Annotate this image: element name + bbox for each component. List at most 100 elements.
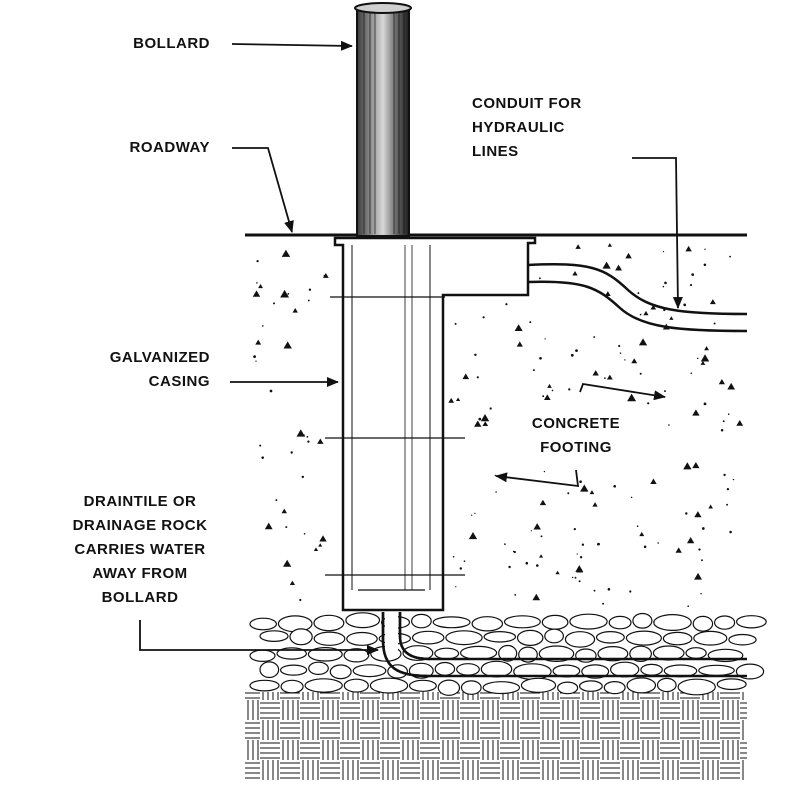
drainage-rock	[541, 614, 569, 630]
concrete-aggregate	[602, 261, 611, 269]
concrete-speckles	[252, 243, 744, 608]
concrete-aggregate	[514, 324, 523, 331]
concrete-speck	[568, 388, 571, 391]
drainage-rock	[503, 615, 541, 629]
drainage-rock	[556, 681, 579, 695]
concrete-speck	[307, 299, 310, 302]
concrete-speck	[571, 576, 574, 579]
drainage-rock	[698, 664, 735, 677]
concrete-aggregate	[669, 316, 674, 320]
concrete-speck	[567, 492, 570, 495]
concrete-speck	[574, 576, 577, 579]
drainage-rock	[289, 628, 313, 646]
concrete-speck	[722, 420, 725, 423]
concrete-aggregate	[736, 419, 744, 426]
concrete-speck	[607, 587, 611, 591]
drainage-rock	[716, 678, 747, 691]
concrete-aggregate	[555, 570, 560, 575]
drainage-rock	[662, 631, 693, 646]
drainage-rock	[471, 616, 504, 632]
drainage-rock	[345, 612, 381, 629]
concrete-aggregate	[607, 243, 613, 247]
drainage-rock	[460, 680, 482, 695]
concrete-speck	[579, 480, 582, 484]
concrete-speck	[474, 353, 477, 357]
concrete-speck	[504, 543, 506, 545]
concrete-aggregate	[547, 383, 552, 388]
drainage-rock	[520, 677, 557, 693]
hydraulic-conduit	[527, 263, 748, 333]
drainage-rock	[259, 630, 289, 642]
concrete-speck	[691, 273, 695, 276]
drainage-rock	[632, 612, 653, 629]
concrete-speck	[578, 580, 581, 583]
concrete-speck	[630, 496, 633, 499]
concrete-speck	[639, 372, 642, 375]
concrete-speck	[505, 303, 508, 306]
concrete-speck	[256, 259, 259, 263]
concrete-speck	[489, 407, 492, 410]
drainage-rock	[402, 645, 434, 661]
concrete-speck	[323, 274, 326, 277]
drainage-rock	[656, 677, 677, 693]
drainage-rock	[329, 664, 352, 680]
concrete-speck	[494, 474, 496, 477]
concrete-aggregate	[704, 346, 709, 351]
concrete-speck	[530, 530, 533, 532]
concrete-speck	[536, 564, 539, 567]
concrete-aggregate	[313, 547, 319, 552]
concrete-speck	[255, 360, 257, 362]
concrete-speck	[253, 355, 256, 358]
concrete-speck	[529, 321, 532, 324]
concrete-aggregate	[572, 271, 578, 276]
concrete-aggregate	[627, 393, 637, 402]
concrete-speck	[593, 336, 596, 338]
label-bollard: BOLLARD	[133, 35, 210, 52]
drainage-rock	[579, 680, 603, 692]
concrete-speck	[285, 526, 288, 529]
bollard	[354, 2, 412, 237]
concrete-speck	[452, 555, 455, 558]
concrete-speck	[602, 602, 605, 605]
concrete-aggregate	[650, 304, 657, 310]
concrete-aggregate	[283, 559, 292, 567]
drainage-rock	[432, 616, 471, 629]
drainage-rock	[308, 661, 329, 676]
concrete-speck	[703, 263, 707, 267]
concrete-speck	[613, 484, 617, 488]
drainage-rock	[460, 645, 498, 661]
concrete-speck	[575, 349, 578, 352]
drainage-rocks	[249, 612, 767, 696]
drainage-rock	[280, 664, 308, 676]
concrete-speck	[301, 475, 305, 479]
concrete-speck	[593, 589, 596, 592]
concrete-speck	[726, 503, 729, 506]
concrete-speck	[514, 594, 517, 596]
concrete-speck	[538, 277, 541, 280]
concrete-speck	[287, 293, 290, 295]
concrete-speck	[664, 281, 667, 285]
concrete-aggregate	[718, 378, 725, 385]
concrete-aggregate	[615, 264, 623, 271]
concrete-speck	[687, 605, 690, 608]
concrete-speck	[579, 556, 583, 559]
concrete-speck	[539, 356, 542, 360]
concrete-speck	[532, 369, 535, 372]
drainage-rock	[277, 615, 313, 633]
concrete-speck	[624, 359, 626, 361]
concrete-aggregate	[455, 397, 461, 402]
concrete-speck	[581, 543, 585, 546]
concrete-speck	[459, 567, 462, 570]
drainage-rock	[437, 679, 461, 696]
concrete-speck	[698, 548, 701, 551]
concrete-speck	[732, 478, 735, 481]
concrete-aggregate	[533, 523, 541, 530]
concrete-aggregate	[448, 397, 455, 403]
concrete-aggregate	[650, 478, 657, 484]
concrete-speck	[495, 491, 497, 493]
concrete-speck	[647, 402, 650, 405]
concrete-speck	[639, 313, 642, 316]
concrete-speck	[576, 553, 578, 555]
concrete-speck	[269, 389, 273, 393]
